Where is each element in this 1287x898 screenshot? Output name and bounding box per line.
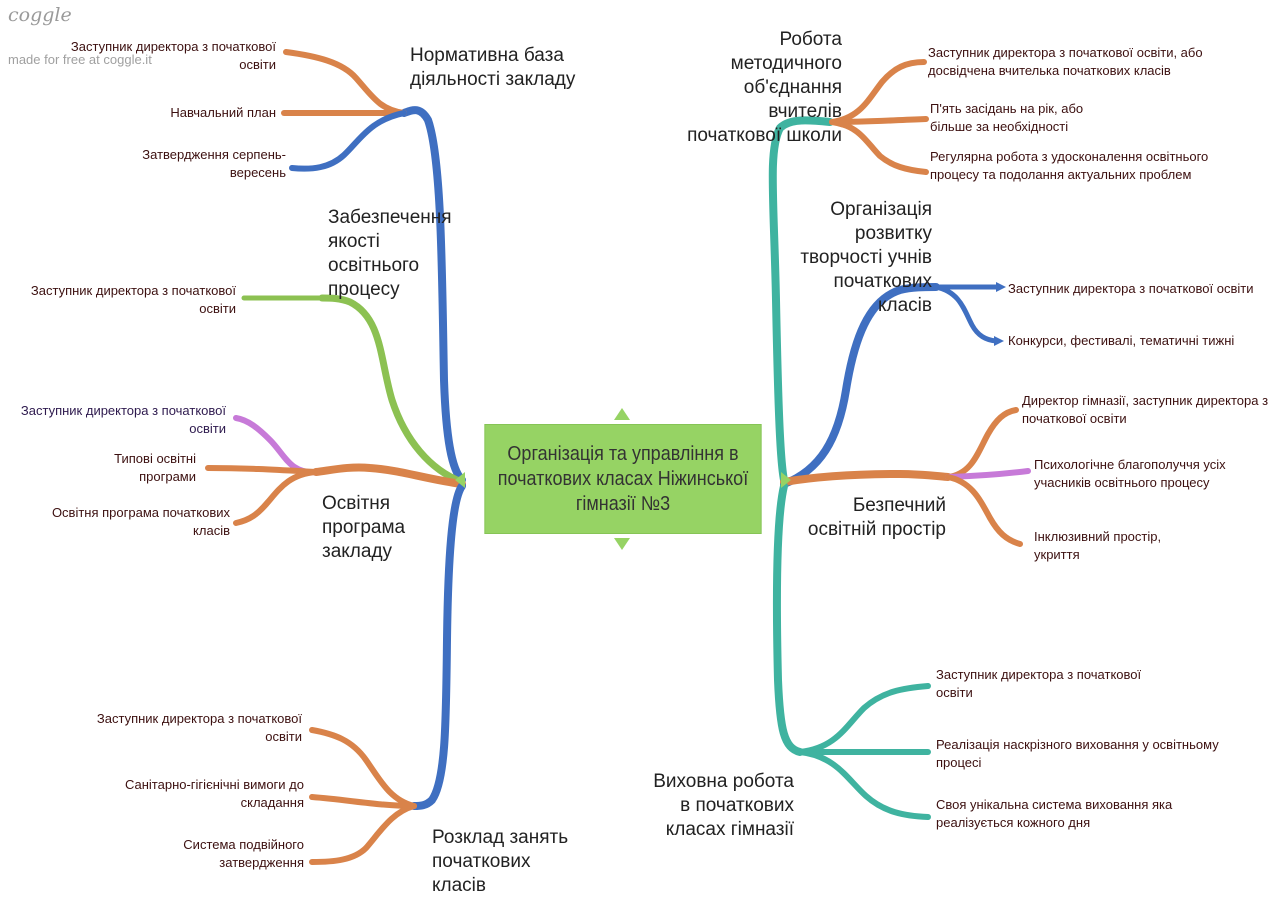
leaf-methodical-1[interactable]: Заступник директора з початкової освіти,… <box>928 45 1203 78</box>
branch-upbringing <box>772 482 804 756</box>
topic-program[interactable]: Освітня програма закладу <box>322 493 406 562</box>
leaf-connector-normative-1 <box>283 49 407 116</box>
leaf-program-2[interactable]: Типові освітні програми <box>114 451 196 484</box>
topic-safe[interactable]: Безпечний освітній простір <box>807 495 946 540</box>
leaf-connector-schedule-1 <box>309 727 417 809</box>
leaf-schedule-2[interactable]: Санітарно-гігієнічні вимоги до складання <box>124 777 304 810</box>
branch-quality <box>318 294 466 486</box>
leaf-normative-2[interactable]: Навчальний план <box>170 105 276 120</box>
topic-quality[interactable]: Забезпечення якості освітнього процесу <box>328 207 452 300</box>
mind-map-branches <box>205 49 1031 865</box>
branch-creativity <box>780 283 940 488</box>
arrow-tip-icon <box>996 282 1006 292</box>
branch-normative <box>400 106 466 484</box>
leaf-upbringing-1[interactable]: Заступник директора з початкової освіти <box>936 667 1142 700</box>
leaf-schedule-3[interactable]: Система подвійного затвердження <box>183 837 304 870</box>
topic-creativity[interactable]: Організація розвитку творчості учнів поч… <box>800 199 932 316</box>
leaf-connector-program-1 <box>233 415 319 476</box>
central-topic[interactable]: Організація та управління в початкових к… <box>484 424 762 534</box>
leaf-connector-schedule-3 <box>309 803 417 865</box>
leaf-quality-1[interactable]: Заступник директора з початкової освіти <box>30 283 236 316</box>
expand-up-icon <box>614 408 630 420</box>
leaf-program-1[interactable]: Заступник директора з початкової освіти <box>20 403 226 436</box>
leaf-connector-methodical-1 <box>829 59 927 125</box>
topic-schedule[interactable]: Розклад занять початкових класів <box>432 827 569 896</box>
coggle-tagline[interactable]: made for free at coggle.it <box>8 52 152 67</box>
leaf-safe-1[interactable]: Директор гімназії, заступник директора з… <box>1022 393 1269 426</box>
branch-safe <box>780 469 952 486</box>
leaf-methodical-3[interactable]: Регулярна робота з удосконалення освітнь… <box>930 149 1209 182</box>
expand-left-icon <box>455 472 465 488</box>
leaf-connector-upbringing-3 <box>797 749 931 820</box>
leaf-safe-3[interactable]: Інклюзивний простір, укриття <box>1034 529 1162 562</box>
leaf-connector-schedule-2 <box>309 794 417 809</box>
leaf-methodical-2[interactable]: П'ять засідань на рік, або більше за нео… <box>930 101 1084 134</box>
coggle-logo[interactable]: coggle <box>8 4 72 26</box>
arrow-tip-icon <box>994 336 1004 346</box>
topic-upbringing[interactable]: Виховна робота в початкових класах гімна… <box>653 771 794 840</box>
leaf-safe-2[interactable]: Психологічне благополуччя усіх учасників… <box>1034 457 1226 490</box>
leaf-connector-safe-3 <box>945 474 1023 547</box>
leaf-schedule-1[interactable]: Заступник директора з початкової освіти <box>96 711 302 744</box>
expand-down-icon <box>614 538 630 550</box>
leaf-program-3[interactable]: Освітня програма початкових класів <box>51 505 230 538</box>
leaf-connector-methodical-2 <box>829 116 929 125</box>
leaf-normative-3[interactable]: Затвердження серпень-вересень <box>142 147 286 180</box>
branch-methodical <box>768 116 834 484</box>
leaf-connector-normative-3 <box>289 110 407 172</box>
leaf-upbringing-3[interactable]: Своя унікальна система виховання яка реа… <box>936 797 1173 830</box>
expand-right-icon <box>781 472 791 488</box>
topic-normative[interactable]: Нормативна база діяльності закладу <box>410 45 576 90</box>
leaf-creativity-2[interactable]: Конкурси, фестивалі, тематичні тижні <box>1008 333 1235 348</box>
branch-program <box>312 463 466 488</box>
branch-schedule <box>410 482 466 810</box>
leaf-connector-methodical-3 <box>829 119 929 175</box>
leaf-upbringing-2[interactable]: Реалізація наскрізного виховання у освіт… <box>936 737 1219 770</box>
leaf-connector-safe-1 <box>945 407 1019 480</box>
leaf-creativity-1[interactable]: Заступник директора з початкової освіти <box>1008 281 1254 296</box>
leaf-connector-upbringing-1 <box>797 683 931 755</box>
leaf-connector-program-2 <box>205 465 319 475</box>
leaf-connector-program-3 <box>233 469 319 526</box>
leaf-normative-1[interactable]: Заступник директора з початкової освіти <box>70 39 276 72</box>
leaf-connector-creativity-2 <box>933 284 999 344</box>
topic-methodical[interactable]: Робота методичного об'єднання вчителів п… <box>687 29 842 146</box>
